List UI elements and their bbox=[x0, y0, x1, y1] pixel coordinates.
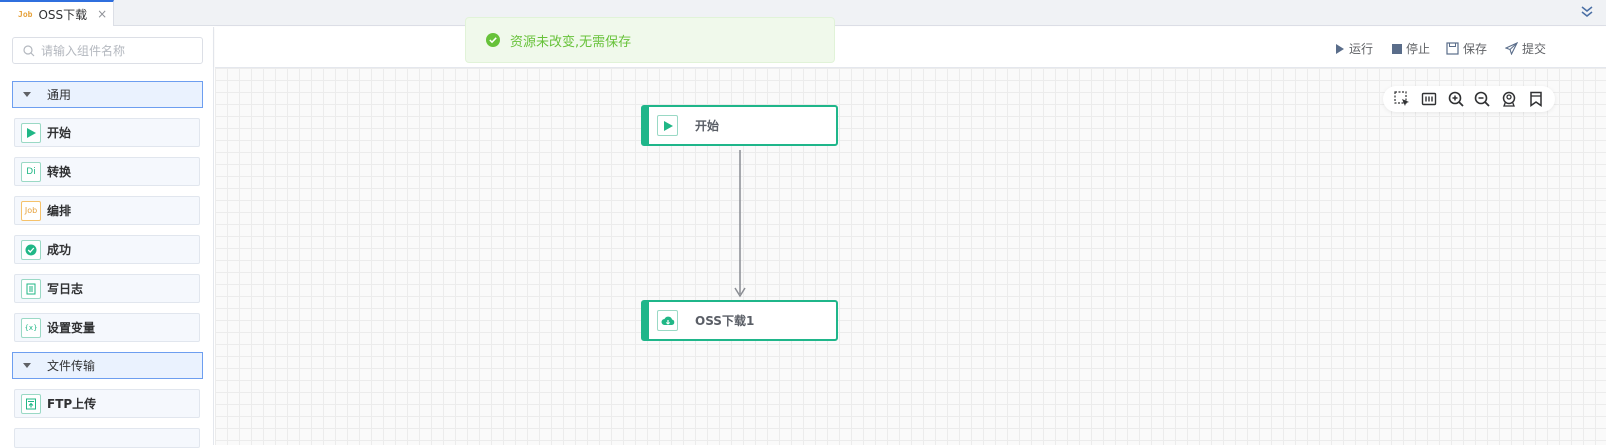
flow-edge bbox=[734, 150, 746, 298]
save-button[interactable]: 保存 bbox=[1446, 40, 1487, 57]
locate-icon[interactable] bbox=[1500, 90, 1518, 108]
component-start[interactable]: 开始 bbox=[14, 118, 200, 147]
caret-down-icon bbox=[23, 363, 31, 368]
play-icon bbox=[21, 122, 41, 143]
cloud-download-icon bbox=[657, 310, 678, 331]
group-general[interactable]: 通用 bbox=[12, 81, 203, 108]
double-chevron-down-icon[interactable] bbox=[1580, 5, 1594, 19]
component-write-log[interactable]: 写日志 bbox=[14, 274, 200, 303]
variable-icon: {x} bbox=[21, 317, 41, 338]
check-circle-icon bbox=[21, 239, 41, 260]
zoom-in-icon[interactable] bbox=[1447, 90, 1465, 108]
transform-icon: Di bbox=[21, 161, 41, 182]
canvas-toolbar bbox=[1383, 86, 1555, 112]
component-transform[interactable]: Di 转换 bbox=[14, 157, 200, 186]
log-icon bbox=[21, 278, 41, 299]
success-icon bbox=[486, 33, 500, 47]
send-icon bbox=[1505, 42, 1518, 55]
flow-node-oss-download[interactable]: OSS下载1 bbox=[641, 300, 838, 341]
job-icon: Job bbox=[18, 9, 33, 19]
component-orchestrate[interactable]: Job 编排 bbox=[14, 196, 200, 225]
job-icon: Job bbox=[21, 200, 41, 221]
zoom-out-icon[interactable] bbox=[1473, 90, 1491, 108]
bookmark-icon[interactable] bbox=[1527, 90, 1545, 108]
component-search[interactable] bbox=[12, 37, 203, 64]
caret-down-icon bbox=[23, 92, 31, 97]
tab-label: OSS下载 bbox=[38, 7, 88, 22]
component-set-variable[interactable]: {x} 设置变量 bbox=[14, 313, 200, 342]
success-toast: 资源未改变,无需保存 bbox=[465, 17, 835, 63]
group-file-transfer[interactable]: 文件传输 bbox=[12, 352, 203, 379]
flow-canvas[interactable] bbox=[215, 68, 1606, 445]
stop-button[interactable]: 停止 bbox=[1392, 40, 1430, 57]
save-icon bbox=[1446, 42, 1459, 55]
box-select-icon[interactable] bbox=[1393, 90, 1411, 108]
search-icon bbox=[23, 44, 35, 56]
run-button[interactable]: 运行 bbox=[1335, 40, 1373, 57]
fit-icon[interactable] bbox=[1420, 90, 1438, 108]
component-success[interactable]: 成功 bbox=[14, 235, 200, 264]
play-icon bbox=[1336, 43, 1344, 54]
search-input[interactable] bbox=[41, 43, 191, 58]
submit-button[interactable]: 提交 bbox=[1505, 40, 1546, 57]
play-icon bbox=[657, 115, 678, 136]
stop-icon bbox=[1392, 43, 1402, 54]
close-icon[interactable]: × bbox=[97, 7, 108, 21]
flow-node-start[interactable]: 开始 bbox=[641, 105, 838, 146]
component-ftp-upload[interactable]: FTP上传 bbox=[14, 389, 200, 418]
component-next-partial[interactable] bbox=[14, 428, 200, 448]
component-sidebar: 通用 开始 Di 转换 Job 编排 成功 写日志 {x} 设置变量 文件传输 bbox=[0, 27, 214, 448]
ftp-upload-icon bbox=[21, 393, 41, 414]
toast-message: 资源未改变,无需保存 bbox=[510, 34, 632, 50]
tab-oss-download[interactable]: Job OSS下载 × bbox=[0, 0, 114, 26]
editor-toolbar: 运行 停止 保存 提交 bbox=[215, 27, 1606, 68]
